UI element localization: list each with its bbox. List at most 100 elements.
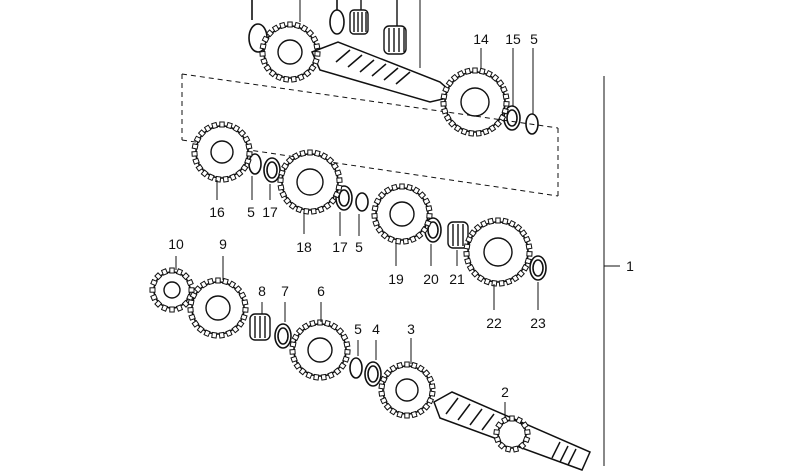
gear-tooth xyxy=(495,421,504,430)
gear-tooth xyxy=(373,197,382,206)
gear-tooth xyxy=(445,79,454,88)
gear-tooth xyxy=(418,191,427,200)
gear-tooth xyxy=(521,263,530,272)
gear-tooth xyxy=(464,257,472,265)
gear-tooth xyxy=(420,225,429,234)
gear-tooth xyxy=(297,73,305,82)
callout-22: 22 xyxy=(486,315,502,331)
gear-9-icon xyxy=(191,281,245,335)
washer-icon xyxy=(329,0,345,35)
gear-tooth xyxy=(326,156,335,165)
callout-16: 16 xyxy=(209,204,225,220)
callout-10: 10 xyxy=(168,236,184,252)
gear-tooth xyxy=(395,237,402,245)
gear-tooth xyxy=(290,75,297,83)
washer-icon xyxy=(274,323,292,349)
gear-tooth xyxy=(387,235,395,244)
gear-tooth xyxy=(371,205,379,212)
gear-tooth xyxy=(193,285,202,294)
gear-tooth xyxy=(188,287,195,293)
gear-tooth xyxy=(215,277,221,284)
gear-tooth xyxy=(450,73,459,82)
gear-tooth xyxy=(472,67,478,74)
gear-tooth xyxy=(488,124,497,133)
gear-tooth xyxy=(465,235,473,244)
gear-tooth xyxy=(379,396,388,405)
gear-tooth xyxy=(299,149,307,158)
gear-tooth xyxy=(404,412,410,419)
gear-tooth xyxy=(313,373,320,381)
gear-tooth xyxy=(473,223,482,232)
callout-5: 5 xyxy=(354,321,362,337)
gear-tooth xyxy=(441,107,449,115)
gear-tooth xyxy=(380,231,389,240)
gear-tooth xyxy=(271,24,280,33)
gear-tooth xyxy=(442,85,450,94)
gear-14-icon xyxy=(444,71,506,133)
gear-tooth xyxy=(275,73,283,82)
gear-tooth xyxy=(203,124,212,133)
gear-tooth xyxy=(379,375,388,384)
gear-tooth xyxy=(196,325,205,334)
gear-tooth xyxy=(520,421,529,430)
callout-19: 19 xyxy=(388,271,404,287)
gear-tooth xyxy=(416,364,425,373)
gear-tooth xyxy=(463,250,470,257)
gear-tooth xyxy=(259,43,267,50)
gear-tooth xyxy=(402,237,409,245)
circlip-icon xyxy=(349,357,363,379)
gear-tooth xyxy=(476,274,485,283)
gear-tooth xyxy=(371,212,378,219)
gear-tooth xyxy=(508,219,516,228)
gear-tooth xyxy=(278,169,286,177)
gear-tooth xyxy=(199,280,208,289)
gear-tooth xyxy=(231,325,240,334)
leader-lines xyxy=(175,76,620,466)
gear-tooth xyxy=(493,119,502,128)
gear-tooth xyxy=(503,100,510,107)
gear-tooth xyxy=(378,390,386,397)
gear-tooth xyxy=(518,441,527,450)
gear-tooth xyxy=(317,319,323,326)
callout-14: 14 xyxy=(473,31,489,47)
gear-tooth xyxy=(519,229,528,238)
needle-bearing-icon xyxy=(249,313,271,341)
gear-tooth xyxy=(244,157,252,165)
callout-5: 5 xyxy=(355,239,363,255)
gear-tooth xyxy=(263,63,272,72)
gear-tooth xyxy=(493,435,502,444)
gear-tooth xyxy=(228,280,237,289)
callout-18: 18 xyxy=(296,239,312,255)
sprocket-gear-icon xyxy=(263,0,317,79)
gear-tooth xyxy=(320,152,329,161)
gear-tooth xyxy=(480,219,488,228)
gear-tooth xyxy=(211,331,218,339)
gear-tooth xyxy=(191,150,198,157)
callout-9: 9 xyxy=(219,236,227,252)
gear-tooth xyxy=(197,129,206,138)
gear-tooth xyxy=(330,322,339,331)
gear-tooth xyxy=(154,272,163,281)
gear-tooth xyxy=(485,69,493,78)
gear-tooth xyxy=(324,319,331,328)
gear-tooth xyxy=(523,235,531,244)
gear-tooth xyxy=(495,217,501,224)
gear-tooth xyxy=(502,93,510,100)
gear-tooth xyxy=(295,205,303,214)
gear-tooth xyxy=(242,135,251,144)
gear-tooth xyxy=(229,173,237,182)
callout-labels: 14 15 5 16 5 17 18 17 5 19 20 21 22 23 1… xyxy=(168,31,634,400)
gear-tooth xyxy=(482,127,490,136)
gear-tooth xyxy=(236,319,245,328)
gear-tooth xyxy=(416,407,425,416)
gear-tooth xyxy=(207,173,215,182)
gear-tooth xyxy=(222,175,229,183)
callout-5: 5 xyxy=(530,31,538,47)
gear-tooth xyxy=(375,225,384,234)
gear-tooth xyxy=(291,152,300,161)
gear-tooth xyxy=(525,243,533,250)
gear-tooth xyxy=(191,143,199,150)
gear-tooth xyxy=(234,285,243,294)
gear-tooth xyxy=(225,329,233,338)
gear-tooth xyxy=(193,135,202,144)
